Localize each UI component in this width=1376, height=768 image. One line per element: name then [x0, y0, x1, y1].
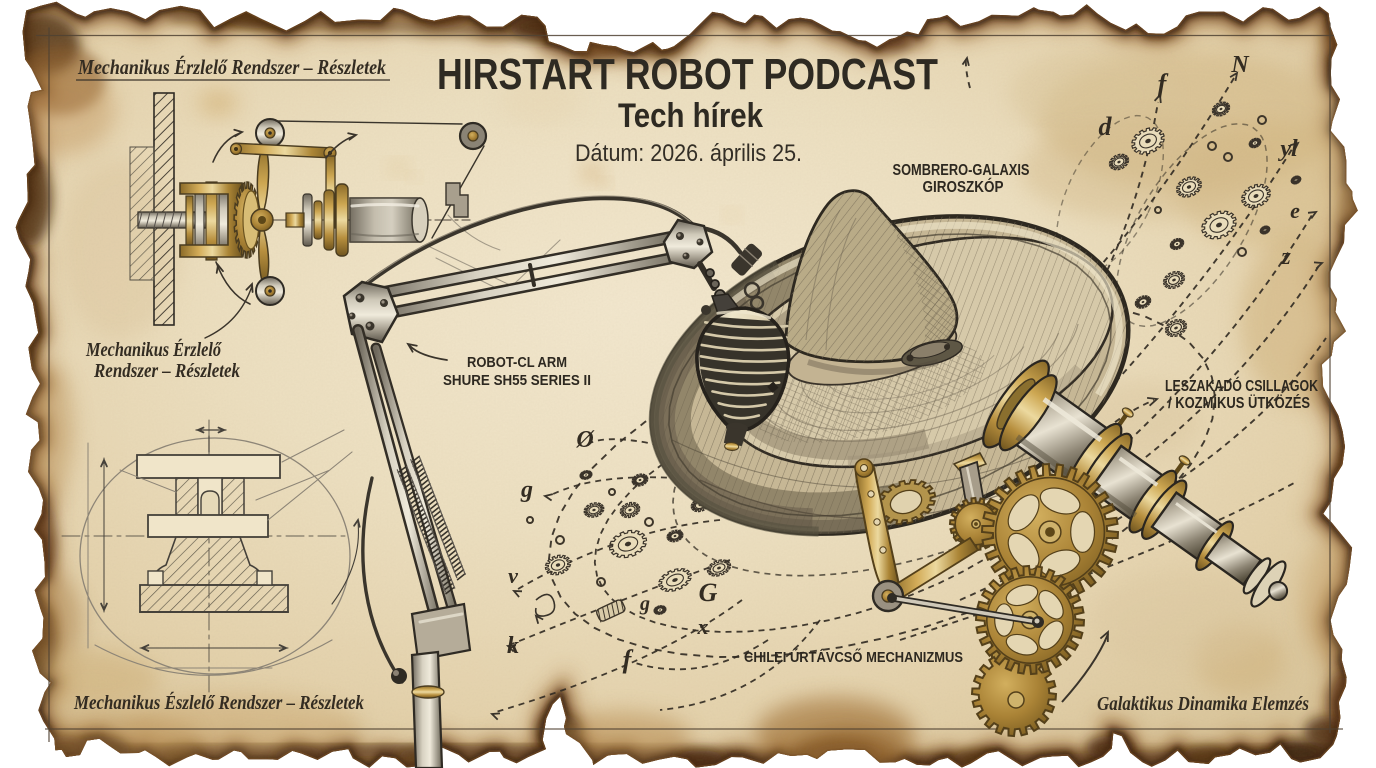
- svg-text:k: k: [507, 633, 519, 659]
- svg-text:v: v: [508, 563, 518, 588]
- svg-text:Rendszer – Részletek: Rendszer – Részletek: [93, 360, 240, 382]
- svg-text:x: x: [697, 614, 709, 639]
- svg-text:G: G: [699, 578, 718, 607]
- svg-text:SOMBRERO-GALAXIS: SOMBRERO-GALAXIS: [893, 162, 1030, 179]
- svg-text:f: f: [623, 645, 634, 674]
- svg-text:Galaktikus Dinamika Elemzés: Galaktikus Dinamika Elemzés: [1097, 693, 1309, 715]
- svg-text:f: f: [1158, 69, 1169, 98]
- svg-text:SHURE SH55 SERIES II: SHURE SH55 SERIES II: [443, 373, 591, 389]
- svg-text:g: g: [639, 593, 650, 615]
- svg-text:Mechanikus Érzlelő Rendszer –: Mechanikus Érzlelő Rendszer – Részletek: [77, 55, 386, 79]
- svg-text:Mechanikus Észlelő Rendszer –: Mechanikus Észlelő Rendszer – Részletek: [73, 691, 364, 714]
- svg-text:e: e: [1290, 198, 1300, 223]
- svg-text:Dátum: 2026. április 25.: Dátum: 2026. április 25.: [575, 140, 802, 167]
- svg-text:Mechanikus Érzlelő: Mechanikus Érzlelő: [85, 338, 222, 361]
- svg-text:yl: yl: [1277, 136, 1298, 162]
- svg-text:CHILEI ŰRTÁVCSŐ MECHANIZMUS: CHILEI ŰRTÁVCSŐ MECHANIZMUS: [744, 648, 963, 666]
- svg-text:HIRSTART ROBOT PODCAST: HIRSTART ROBOT PODCAST: [437, 50, 938, 99]
- svg-text:Ø: Ø: [575, 427, 595, 453]
- svg-text:z: z: [1280, 244, 1291, 270]
- svg-text:ROBOT-CL ARM: ROBOT-CL ARM: [467, 355, 567, 371]
- svg-text:GIROSZKÓP: GIROSZKÓP: [923, 178, 1004, 196]
- svg-text:N: N: [1230, 52, 1250, 78]
- svg-text:LESZAKADÓ CSILLAGOK: LESZAKADÓ CSILLAGOK: [1165, 377, 1319, 395]
- svg-text:g: g: [520, 477, 533, 503]
- svg-text:d: d: [1099, 112, 1113, 141]
- svg-text:Tech hírek: Tech hírek: [618, 97, 763, 135]
- svg-text:/ KOZMIKUS ÜTKÖZÉS: / KOZMIKUS ÜTKÖZÉS: [1168, 395, 1310, 412]
